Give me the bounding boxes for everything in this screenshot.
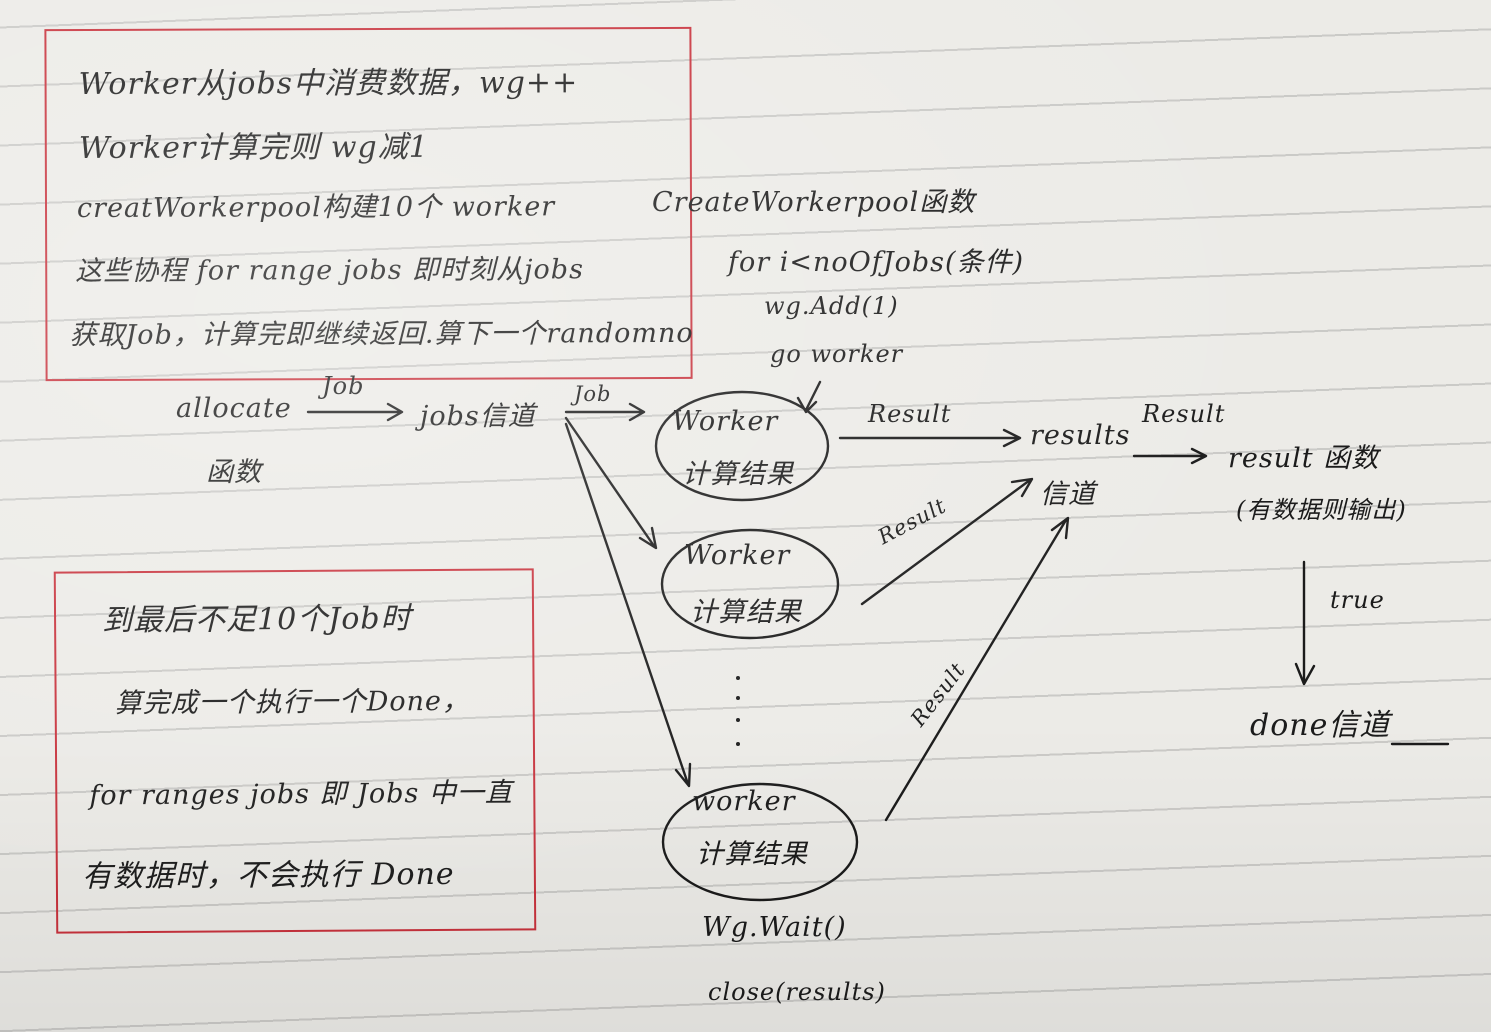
arrow-worker-2-to-results: [860, 477, 1034, 606]
create-pool-loop: for i<noOfJobs(条件): [728, 247, 1025, 278]
worker-2-desc: 计算结果: [690, 597, 802, 628]
allocate-sub: 函数: [206, 457, 262, 488]
results-channel-name: results: [1030, 420, 1131, 451]
ellipsis-dot: [736, 676, 740, 680]
worker-2-ellipse: [660, 528, 840, 640]
worker-3-name: worker: [692, 786, 796, 817]
arrow-go-worker-to-worker-1: [796, 380, 822, 414]
ellipsis-dot: [736, 696, 740, 700]
worker-2-name: Worker: [684, 540, 791, 571]
result-func-sub: (有数据则输出): [1236, 496, 1407, 524]
arrow-results-to-result-func: [1132, 447, 1208, 465]
arrow-jobs-to-worker-3: [564, 422, 692, 788]
create-pool-add: wg.Add(1): [764, 292, 899, 320]
worker-3-desc: 计算结果: [696, 839, 808, 870]
arrow-allocate-to-jobs: [306, 402, 404, 422]
arrow-jobs-to-worker-1: [564, 402, 646, 422]
arrow-worker-3-to-results: [884, 516, 1070, 822]
results-channel-sub: 信道: [1040, 479, 1096, 510]
job-label-2: Job: [574, 382, 612, 406]
allocate-label: allocate: [176, 393, 292, 424]
close-results: close(results): [708, 978, 886, 1006]
arrow-jobs-to-worker-2: [564, 416, 658, 550]
done-channel: done信道: [1250, 708, 1391, 743]
worker-1-ellipse: [654, 390, 830, 502]
job-label-1: Job: [322, 372, 365, 400]
create-pool-title: CreateWorkerpool函数: [652, 187, 976, 218]
worker-3-ellipse: [661, 782, 859, 902]
result-label-4: Result: [1142, 400, 1226, 428]
jobs-channel: jobs信道: [420, 401, 536, 432]
result-label-1: Result: [868, 400, 952, 428]
arrow-worker-1-to-results: [838, 428, 1022, 448]
create-pool-go: go worker: [770, 340, 904, 368]
arrow-result-func-to-done: [1294, 560, 1316, 686]
result-func-name: result 函数: [1228, 443, 1380, 474]
ellipsis-dot: [736, 742, 740, 746]
worker-1-name: Worker: [672, 406, 779, 437]
ellipsis-dot: [736, 718, 740, 722]
wg-wait: Wg.Wait(): [702, 912, 847, 943]
worker-1-desc: 计算结果: [682, 459, 794, 490]
true-label: true: [1330, 586, 1385, 614]
